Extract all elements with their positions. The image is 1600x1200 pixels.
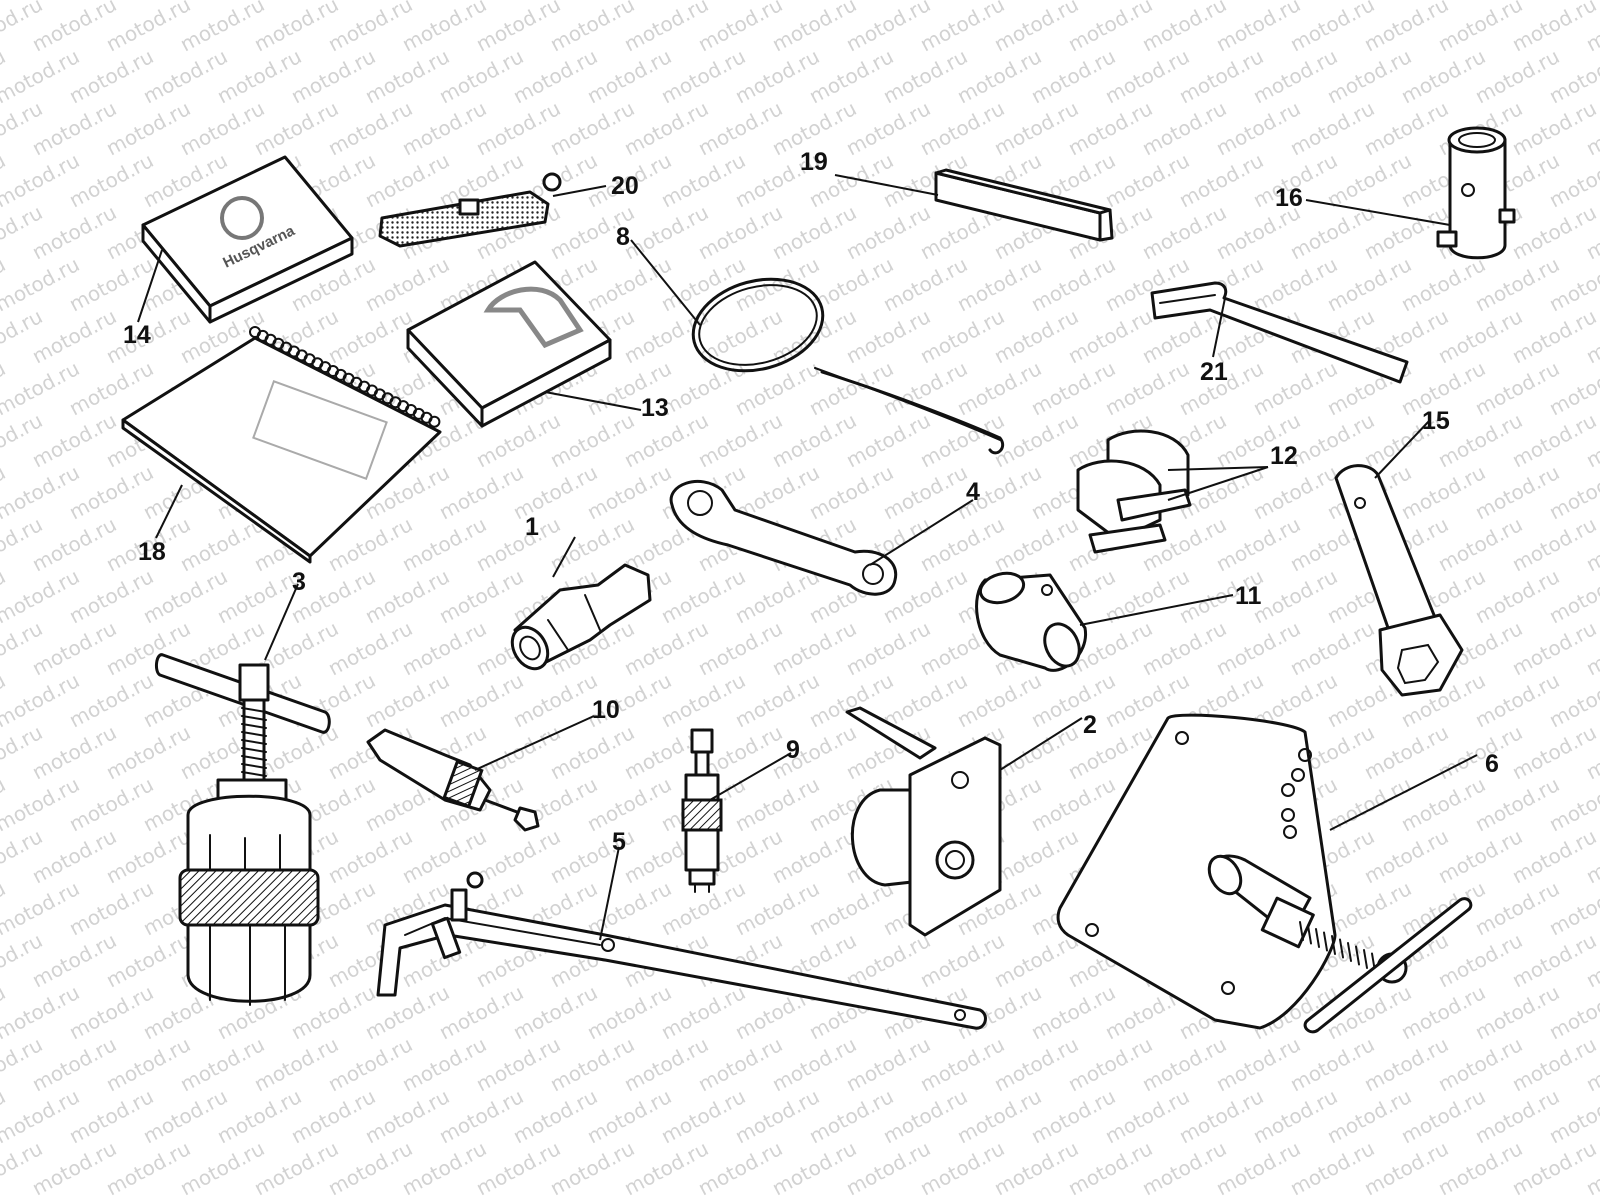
part-21-hex-key [1150, 281, 1409, 384]
callout-19: 19 [800, 148, 828, 176]
callout-20: 20 [611, 172, 639, 200]
callout-21: 21 [1200, 358, 1228, 386]
splitter-thread [1299, 921, 1376, 973]
part-15-box-spanner [1334, 464, 1464, 697]
callout-1: 1 [525, 513, 539, 541]
part-16-socket [1436, 126, 1516, 260]
callout-11: 11 [1235, 582, 1262, 610]
part-3-flywheel-puller [154, 653, 331, 1006]
callout-18: 18 [138, 538, 166, 566]
callout-2: 2 [1083, 711, 1097, 739]
part-1-puller-adapter [510, 563, 652, 671]
manual-spiral-binding [249, 326, 441, 428]
part-12-collets [1076, 429, 1192, 554]
part-9-test-adapter [681, 728, 723, 893]
part-4-ring-wrench [669, 480, 898, 596]
callout-14: 14 [123, 321, 151, 349]
part-13-booklet [406, 260, 612, 428]
callout-15: 15 [1422, 407, 1450, 435]
callout-8: 8 [616, 223, 630, 251]
part-20-strap [378, 172, 562, 248]
part-11-sleeve-tool [975, 571, 1087, 672]
callout-13: 13 [641, 394, 669, 422]
part-14-owner-manual: Husqvarna [141, 155, 354, 324]
callout-4: 4 [966, 478, 980, 506]
callout-labels: 1 2 3 4 5 6 8 9 10 11 12 13 14 15 16 18 … [123, 148, 1499, 856]
part-2-rotor-holder [845, 706, 1002, 937]
part-6-crankcase-splitter [1056, 713, 1473, 1034]
part-19-square-bar [934, 168, 1114, 242]
part-5-holding-bar [376, 871, 987, 1030]
part-8-wire-loop-tool [691, 277, 1005, 455]
part-18-workshop-manual [121, 326, 442, 564]
callout-6: 6 [1485, 750, 1499, 778]
part-10-holder-tool [366, 728, 540, 832]
callout-5: 5 [612, 828, 626, 856]
callout-10: 10 [592, 696, 620, 724]
leader-lines [137, 174, 1478, 941]
callout-16: 16 [1275, 184, 1303, 212]
callout-12: 12 [1270, 442, 1298, 470]
callout-9: 9 [786, 736, 800, 764]
callout-3: 3 [292, 568, 306, 596]
